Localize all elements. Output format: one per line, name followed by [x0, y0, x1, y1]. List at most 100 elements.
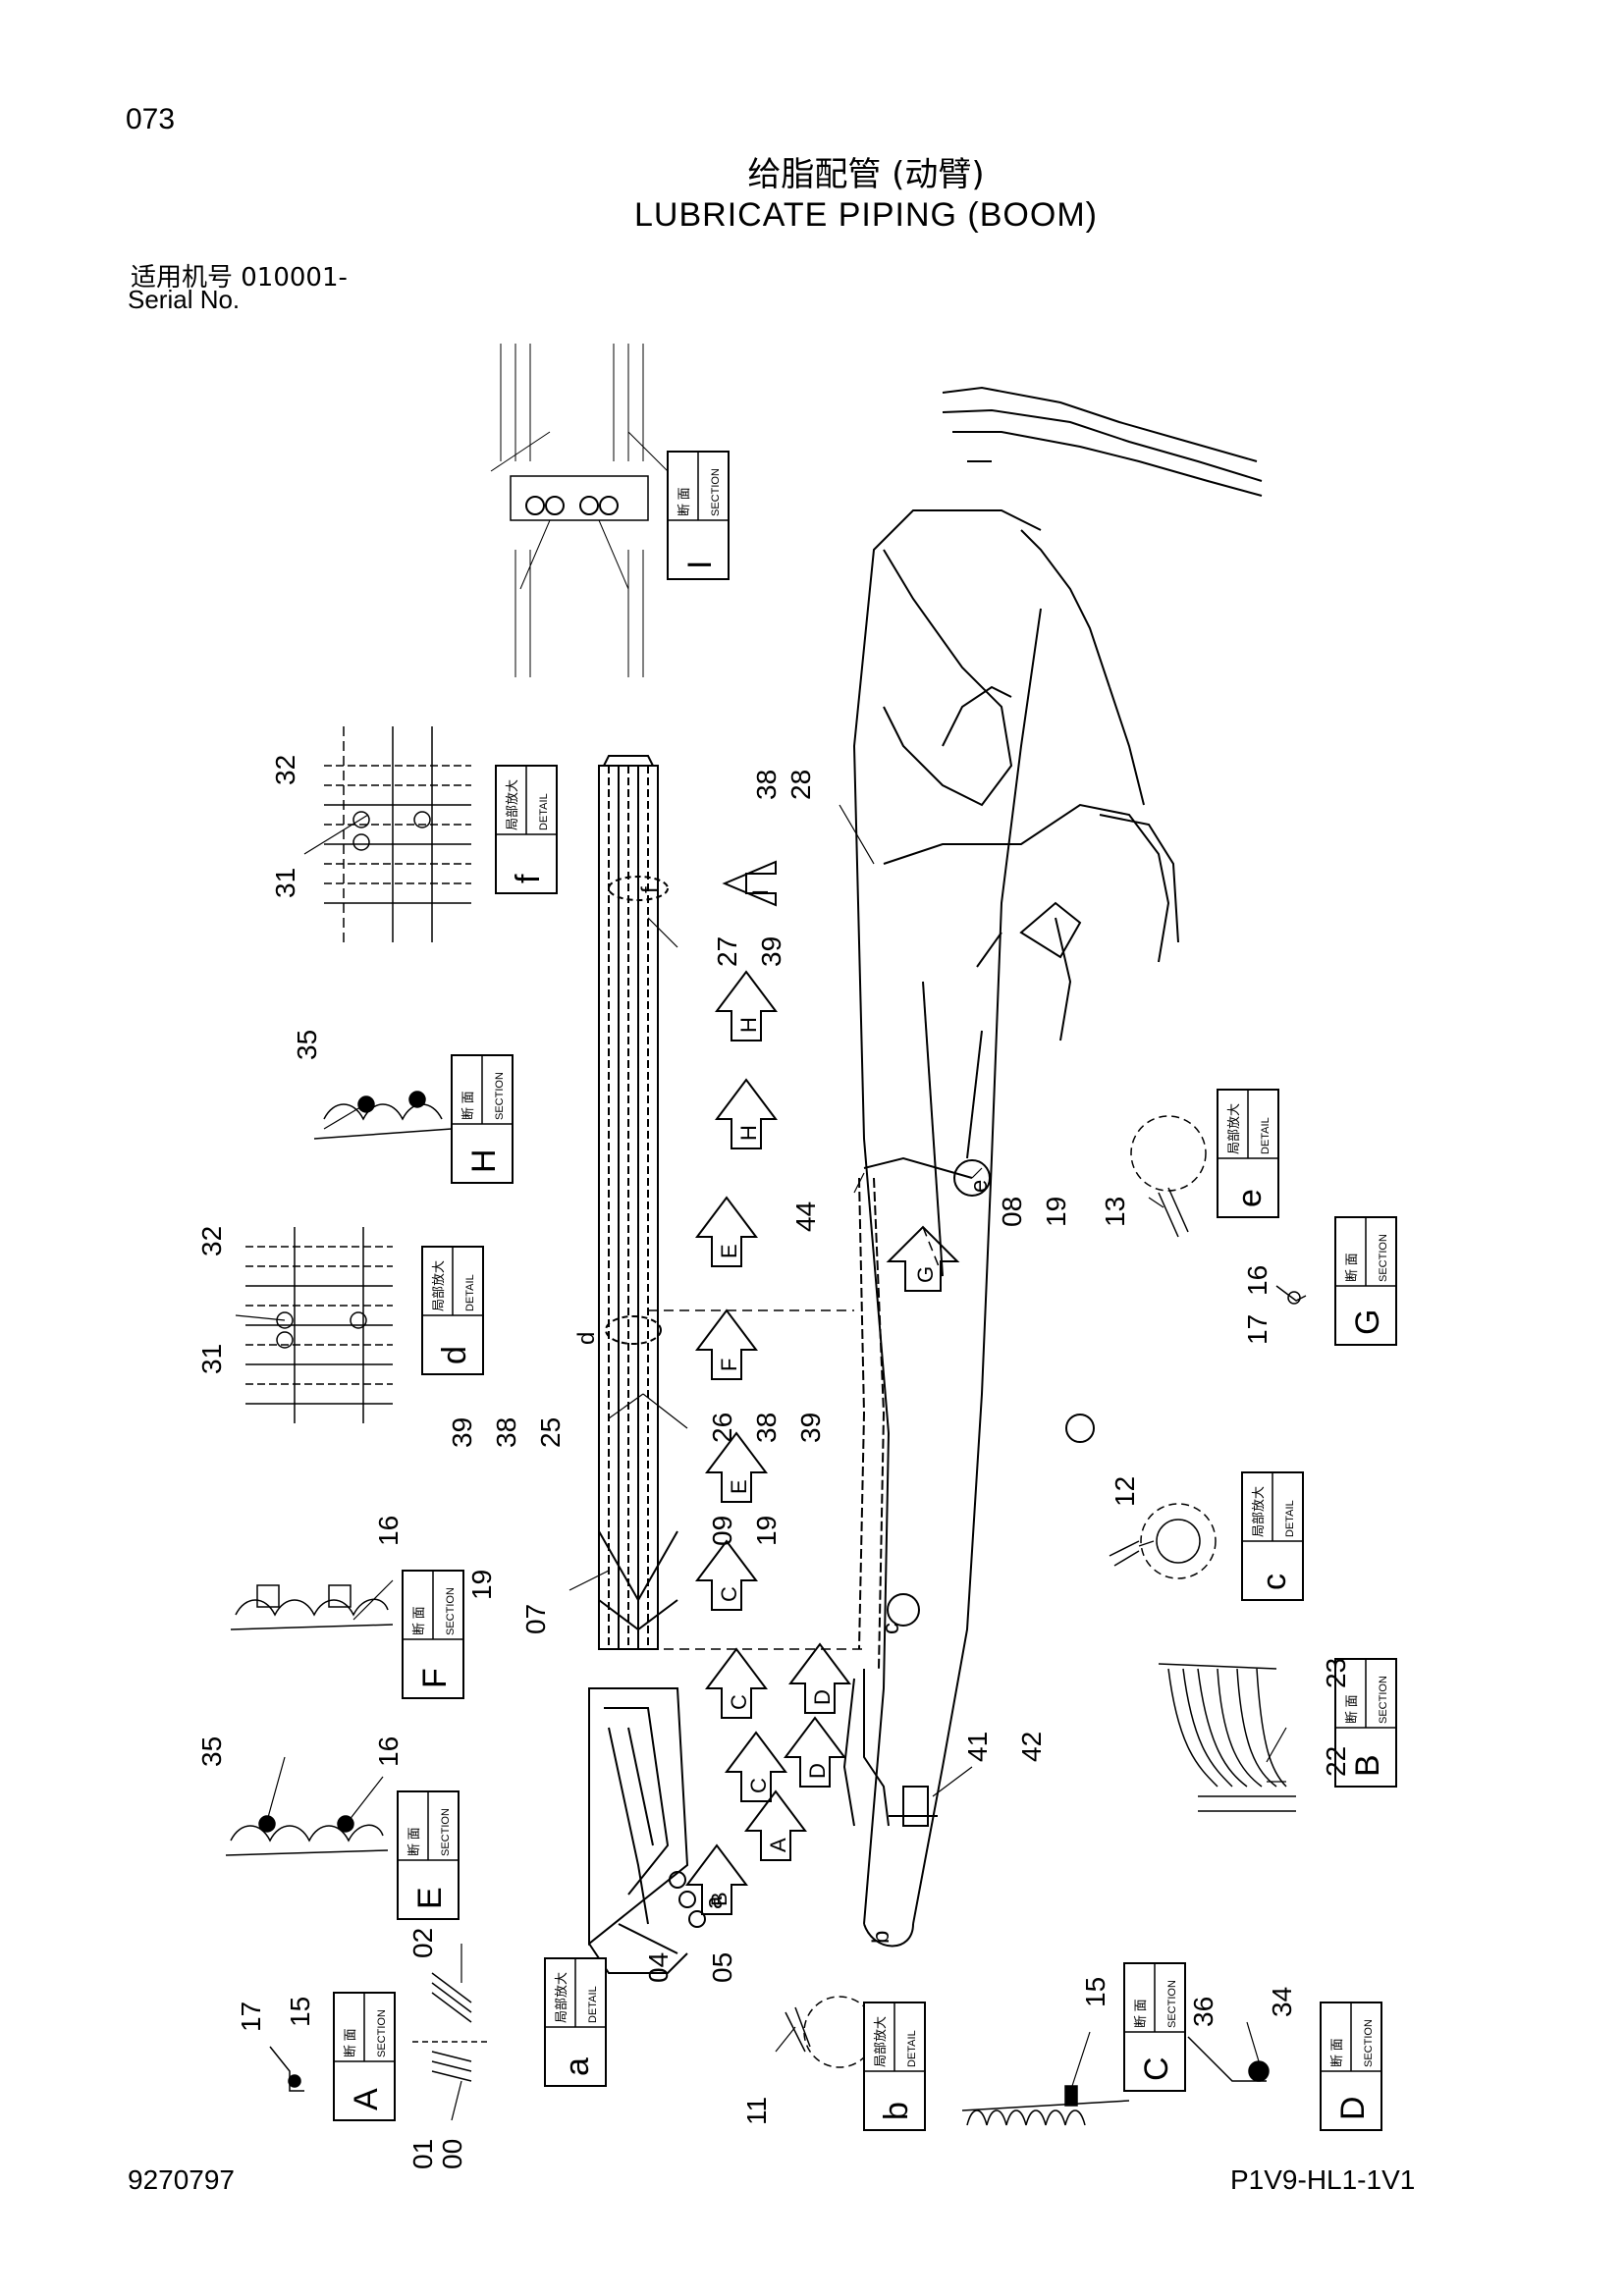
- view-type-en: DETAIL: [587, 1986, 599, 2023]
- view-letter: d: [436, 1346, 473, 1364]
- view-type-cn: 局部放大: [873, 2016, 888, 2067]
- serial-number-label: Serial No.: [128, 285, 241, 314]
- arrow-letter: C: [727, 1694, 751, 1710]
- part-number-label: 01: [407, 2139, 438, 2169]
- arrow-letter: A: [766, 1838, 790, 1852]
- serial-number-chinese: 适用机号 010001-: [131, 263, 348, 293]
- drawing-code: P1V9-HL1-1V1: [1230, 2164, 1416, 2195]
- view-type-en: SECTION: [1166, 1980, 1178, 2028]
- view-type-en: SECTION: [1363, 2019, 1375, 2067]
- part-number-label: 19: [751, 1516, 782, 1546]
- part-number-label: 32: [196, 1226, 227, 1256]
- part-number-label: 16: [373, 1516, 404, 1546]
- part-number-label: 27: [712, 936, 742, 967]
- part-number-label: 19: [1041, 1197, 1071, 1227]
- part-number-label: 26: [707, 1413, 737, 1443]
- detail-a-drawing: [412, 1972, 491, 2082]
- boom-body: [842, 386, 1263, 1948]
- arrow-letter: E: [717, 1244, 741, 1258]
- view-type-en: SECTION: [376, 2009, 388, 2057]
- view-type-en: DETAIL: [906, 2030, 918, 2067]
- view-letter: G: [1349, 1309, 1386, 1335]
- view-letter: e: [1231, 1189, 1269, 1207]
- view-type-cn: 断 面: [460, 1091, 475, 1120]
- part-number-label: 19: [466, 1570, 497, 1600]
- part-number-label: 41: [962, 1732, 993, 1762]
- section-F-label: 断 面 SECTION F: [402, 1570, 464, 1699]
- part-number-label: 34: [1267, 1987, 1297, 2017]
- view-type-cn: 局部放大: [431, 1260, 446, 1311]
- section-E-drawing: [225, 1815, 389, 1856]
- view-type-cn: 局部放大: [1226, 1103, 1241, 1154]
- part-number-label: 31: [270, 868, 300, 898]
- section-C-label: 断 面 SECTION C: [1123, 1962, 1186, 2092]
- detail-f-drawing: [324, 726, 471, 942]
- view-type-cn: 断 面: [1329, 2038, 1344, 2067]
- view-type-cn: 断 面: [343, 2028, 357, 2057]
- part-number-label: 38: [751, 770, 782, 800]
- view-type-cn: 断 面: [411, 1606, 426, 1635]
- part-number-label: 11: [741, 2097, 772, 2125]
- detail-b-label: 局部放大 DETAIL b: [863, 2002, 926, 2131]
- part-number-label: 16: [373, 1736, 404, 1767]
- reference-letter: d: [573, 1332, 600, 1345]
- view-type-cn: 局部放大: [554, 1972, 568, 2023]
- detail-d-label: 局部放大 DETAIL d: [421, 1246, 484, 1375]
- part-number-label: 22: [1321, 1746, 1351, 1777]
- view-type-en: DETAIL: [538, 793, 550, 830]
- part-number-label: 44: [790, 1201, 821, 1232]
- part-number-label: 38: [751, 1413, 782, 1443]
- view-type-cn: 断 面: [677, 487, 691, 516]
- detail-b-drawing: [785, 1996, 876, 2068]
- reference-letter: a: [701, 1896, 728, 1909]
- view-labels: 断 面 SECTION I 局部放大 DETAIL f 断 面 SECTION H 局部放大 DET…: [333, 451, 1397, 2131]
- part-number-label: 36: [1188, 1997, 1218, 2027]
- view-letter: H: [465, 1148, 503, 1173]
- view-letter: f: [510, 874, 547, 883]
- section-D-drawing: [1187, 2036, 1270, 2082]
- view-letter: F: [416, 1668, 454, 1688]
- view-letter: b: [878, 2102, 915, 2120]
- view-type-cn: 局部放大: [505, 779, 519, 830]
- view-letter: I: [681, 561, 719, 569]
- part-number-label: 08: [997, 1197, 1027, 1227]
- view-letter: C: [1138, 2056, 1175, 2081]
- part-number-label: 31: [196, 1344, 227, 1374]
- detail-c-drawing: [1109, 1503, 1217, 1579]
- reference-letter: f: [637, 886, 664, 893]
- part-number-label: 13: [1100, 1197, 1130, 1227]
- detail-e-drawing: [1130, 1115, 1207, 1238]
- part-number-label: 09: [707, 1516, 737, 1546]
- view-type-en: SECTION: [1378, 1676, 1389, 1724]
- part-number-label: 35: [196, 1736, 227, 1767]
- part-number-label: 17: [236, 2002, 266, 2032]
- document-number: 9270797: [128, 2164, 236, 2195]
- arrow-letter: H: [736, 1017, 761, 1033]
- reference-letter: e: [966, 1180, 993, 1193]
- section-I-label: 断 面 SECTION I: [667, 451, 730, 580]
- part-number-label: 15: [285, 1997, 315, 2027]
- view-type-en: SECTION: [710, 468, 722, 516]
- section-A-drawing: [269, 2046, 304, 2092]
- part-number-label: 39: [447, 1417, 477, 1448]
- view-letter: c: [1256, 1574, 1293, 1590]
- part-number-label: 02: [407, 1928, 438, 1958]
- view-type-en: DETAIL: [464, 1274, 476, 1311]
- reference-letter: c: [878, 1623, 904, 1634]
- part-number-label: 15: [1080, 1977, 1110, 2007]
- part-number-label: 38: [491, 1417, 521, 1448]
- reference-letter: b: [868, 1931, 894, 1944]
- view-type-cn: 断 面: [1133, 1999, 1148, 2028]
- view-type-en: SECTION: [445, 1587, 457, 1635]
- view-letter: E: [411, 1887, 449, 1909]
- arrow-letter: G: [913, 1266, 938, 1283]
- detail-f-label: 局部放大 DETAIL f: [495, 765, 558, 894]
